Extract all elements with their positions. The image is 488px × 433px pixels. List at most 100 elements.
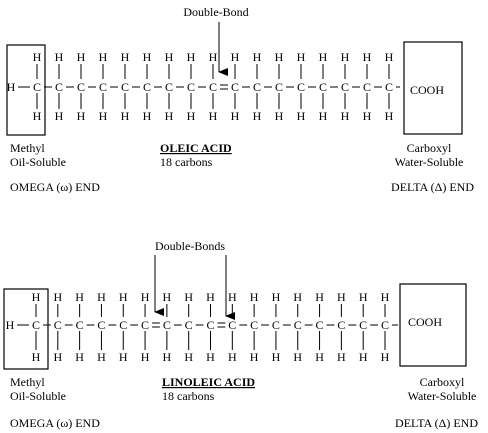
- linoleic-hydrogen-top-6: H: [141, 290, 150, 304]
- linoleic-oil-soluble-label: Oil-Soluble: [10, 389, 66, 403]
- oleic-hydrogen-top-14: H: [319, 50, 328, 64]
- linoleic-hydrogen-top-12: H: [272, 290, 281, 304]
- linoleic-carbon-9: C: [206, 318, 214, 332]
- oleic-carbon-1: C: [33, 80, 41, 94]
- oleic-hydrogen-bottom-1: H: [33, 109, 42, 123]
- linoleic-hydrogen-bottom-1: H: [32, 350, 41, 364]
- linoleic-carbon-7: C: [163, 318, 171, 332]
- oleic-carbon-17: C: [385, 80, 393, 94]
- linoleic-hydrogen-top-11: H: [250, 290, 259, 304]
- linoleic-hydrogen-bottom-9: H: [206, 350, 215, 364]
- oleic-carbon-16: C: [363, 80, 371, 94]
- linoleic-carbon-10: C: [228, 318, 236, 332]
- linoleic-carbon-6: C: [141, 318, 149, 332]
- oleic-hydrogen-top-8: H: [187, 50, 196, 64]
- linoleic-hydrogen-bottom-4: H: [97, 350, 106, 364]
- oleic-carboxyl-label: Carboxyl: [407, 141, 452, 155]
- linoleic-carbon-4: C: [97, 318, 105, 332]
- linoleic-carbon-15: C: [337, 318, 345, 332]
- linoleic-hydrogen-top-10: H: [228, 290, 237, 304]
- oleic-water-soluble-label: Water-Soluble: [395, 155, 464, 169]
- linoleic-hydrogen-top-5: H: [119, 290, 128, 304]
- linoleic-carbon-11: C: [250, 318, 258, 332]
- linoleic-carbon-2: C: [54, 318, 62, 332]
- linoleic-terminal-hydrogen: H: [6, 318, 15, 332]
- oleic-carbon-11: C: [253, 80, 261, 94]
- oleic-hydrogen-bottom-6: H: [143, 109, 152, 123]
- linoleic-hydrogen-top-1: H: [32, 290, 41, 304]
- oleic-carbon-3: C: [77, 80, 85, 94]
- oleic-hydrogen-top-11: H: [253, 50, 262, 64]
- linoleic-hydrogen-bottom-11: H: [250, 350, 259, 364]
- oleic-cooh-label: COOH: [410, 83, 444, 97]
- linoleic-cooh-label: COOH: [408, 315, 442, 329]
- oleic-hydrogen-bottom-5: H: [121, 109, 130, 123]
- oleic-hydrogen-bottom-8: H: [187, 109, 196, 123]
- oleic-terminal-hydrogen: H: [7, 80, 16, 94]
- linoleic-delta-end-label: DELTA (Δ) END: [395, 416, 478, 430]
- linoleic-double-bonds-annotation: Double-Bonds: [155, 239, 225, 253]
- linoleic-hydrogen-top-16: H: [359, 290, 368, 304]
- linoleic-carbon-3: C: [76, 318, 84, 332]
- oleic-carbon-9: C: [209, 80, 217, 94]
- linoleic-hydrogen-bottom-2: H: [53, 350, 62, 364]
- oleic-carbon-12: C: [275, 80, 283, 94]
- linoleic-methyl-label: Methyl: [10, 375, 45, 389]
- oleic-hydrogen-top-10: H: [231, 50, 240, 64]
- linoleic-carbon-12: C: [272, 318, 280, 332]
- oleic-hydrogen-bottom-10: H: [231, 109, 240, 123]
- linoleic-hydrogen-top-13: H: [293, 290, 302, 304]
- oleic-carbon-7: C: [165, 80, 173, 94]
- oleic-title: OLEIC ACID: [160, 141, 232, 155]
- oleic-hydrogen-top-6: H: [143, 50, 152, 64]
- oleic-hydrogen-top-1: H: [33, 50, 42, 64]
- oleic-double-bond-annotation: Double-Bond: [183, 5, 248, 19]
- linoleic-hydrogen-top-7: H: [163, 290, 172, 304]
- oleic-carboxyl-box: [403, 41, 463, 135]
- linoleic-water-soluble-label: Water-Soluble: [408, 389, 477, 403]
- oleic-carbon-6: C: [143, 80, 151, 94]
- oleic-hydrogen-top-15: H: [341, 50, 350, 64]
- oleic-hydrogen-top-2: H: [55, 50, 64, 64]
- linoleic-hydrogen-top-8: H: [184, 290, 193, 304]
- linoleic-title: LINOLEIC ACID: [162, 375, 255, 389]
- linoleic-hydrogen-bottom-10: H: [228, 350, 237, 364]
- linoleic-hydrogen-bottom-13: H: [293, 350, 302, 364]
- oleic-hydrogen-bottom-4: H: [99, 109, 108, 123]
- oleic-hydrogen-top-5: H: [121, 50, 130, 64]
- linoleic-hydrogen-top-9: H: [206, 290, 215, 304]
- linoleic-hydrogen-bottom-16: H: [359, 350, 368, 364]
- linoleic-hydrogen-bottom-5: H: [119, 350, 128, 364]
- linoleic-subtitle: 18 carbons: [162, 389, 215, 403]
- linoleic-hydrogen-bottom-14: H: [315, 350, 324, 364]
- linoleic-carboxyl-label: Carboxyl: [420, 375, 465, 389]
- linoleic-carbon-8: C: [185, 318, 193, 332]
- linoleic-carbon-13: C: [294, 318, 302, 332]
- linoleic-carboxyl-box: [399, 283, 467, 367]
- linoleic-hydrogen-top-2: H: [53, 290, 62, 304]
- oleic-methyl-box: [6, 44, 46, 136]
- oleic-carbon-10: C: [231, 80, 239, 94]
- oleic-methyl-label: Methyl: [10, 141, 45, 155]
- linoleic-hydrogen-bottom-6: H: [141, 350, 150, 364]
- oleic-hydrogen-bottom-13: H: [297, 109, 306, 123]
- oleic-carbon-13: C: [297, 80, 305, 94]
- oleic-carbon-4: C: [99, 80, 107, 94]
- oleic-subtitle: 18 carbons: [160, 155, 213, 169]
- oleic-hydrogen-top-13: H: [297, 50, 306, 64]
- linoleic-hydrogen-top-15: H: [337, 290, 346, 304]
- oleic-hydrogen-bottom-12: H: [275, 109, 284, 123]
- oleic-hydrogen-bottom-14: H: [319, 109, 328, 123]
- linoleic-hydrogen-bottom-12: H: [272, 350, 281, 364]
- oleic-hydrogen-top-17: H: [385, 50, 394, 64]
- linoleic-hydrogen-top-14: H: [315, 290, 324, 304]
- oleic-oil-soluble-label: Oil-Soluble: [10, 155, 66, 169]
- oleic-hydrogen-top-16: H: [363, 50, 372, 64]
- oleic-hydrogen-bottom-11: H: [253, 109, 262, 123]
- linoleic-carbon-14: C: [316, 318, 324, 332]
- linoleic-hydrogen-bottom-8: H: [184, 350, 193, 364]
